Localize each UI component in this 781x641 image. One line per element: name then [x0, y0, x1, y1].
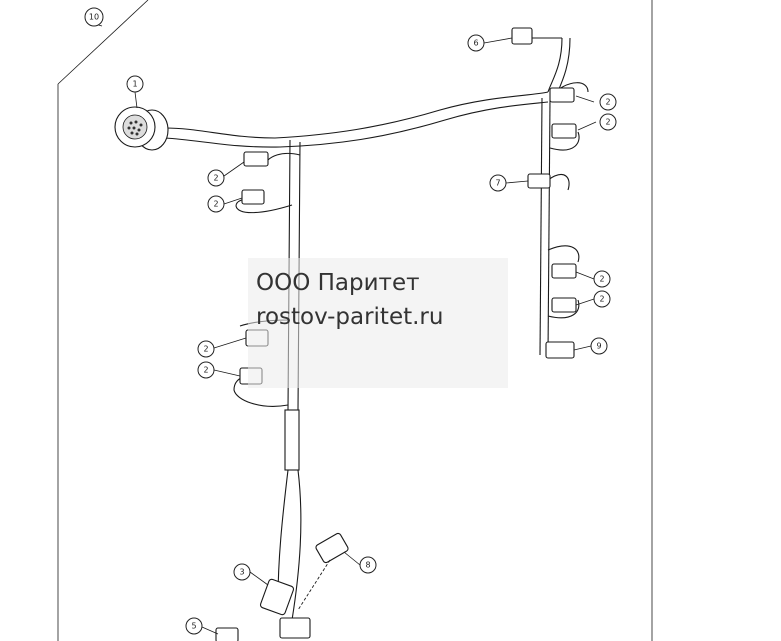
svg-text:2: 2 [203, 345, 208, 354]
leader-lines [94, 23, 597, 635]
watermark-company: ООО Паритет [256, 270, 420, 296]
callout-3: 3 [233, 563, 251, 581]
svg-text:2: 2 [203, 366, 208, 375]
callout-7: 7 [489, 174, 507, 192]
svg-text:3: 3 [239, 568, 244, 577]
callout-10: 10 [84, 7, 104, 27]
svg-text:6: 6 [473, 39, 478, 48]
callout-2-right-d: 2 [593, 290, 611, 308]
callout-2-right-b: 2 [599, 113, 617, 131]
callout-2-right-a: 2 [599, 93, 617, 111]
diagram-frame [57, 0, 653, 641]
svg-text:8: 8 [365, 561, 370, 570]
callout-1: 1 [126, 75, 144, 93]
svg-text:1: 1 [132, 80, 137, 89]
svg-text:5: 5 [191, 622, 196, 631]
callout-2-upper-left: 2 [207, 169, 225, 187]
svg-text:2: 2 [599, 295, 604, 304]
svg-text:2: 2 [599, 275, 604, 284]
svg-text:10: 10 [89, 13, 99, 22]
svg-text:9: 9 [596, 342, 601, 351]
svg-text:2: 2 [605, 98, 610, 107]
main-harness-trunk [164, 37, 571, 621]
watermark-url: rostov-paritet.ru [256, 304, 444, 330]
main-round-connector [114, 106, 169, 151]
callout-6: 6 [467, 34, 485, 52]
watermark-background [248, 258, 508, 388]
svg-text:2: 2 [213, 200, 218, 209]
callout-8: 8 [359, 556, 377, 574]
callout-2-left-d: 2 [197, 361, 215, 379]
callout-9: 9 [590, 337, 608, 355]
callout-2-right-c: 2 [593, 270, 611, 288]
svg-text:2: 2 [213, 174, 218, 183]
callout-2-left-c: 2 [197, 340, 215, 358]
svg-text:2: 2 [605, 118, 610, 127]
svg-text:7: 7 [495, 179, 500, 188]
lower-connectors [215, 532, 349, 641]
watermark: ООО Паритет rostov-paritet.ru [256, 266, 443, 334]
callout-2-left-b: 2 [207, 195, 225, 213]
callout-5: 5 [185, 617, 203, 635]
